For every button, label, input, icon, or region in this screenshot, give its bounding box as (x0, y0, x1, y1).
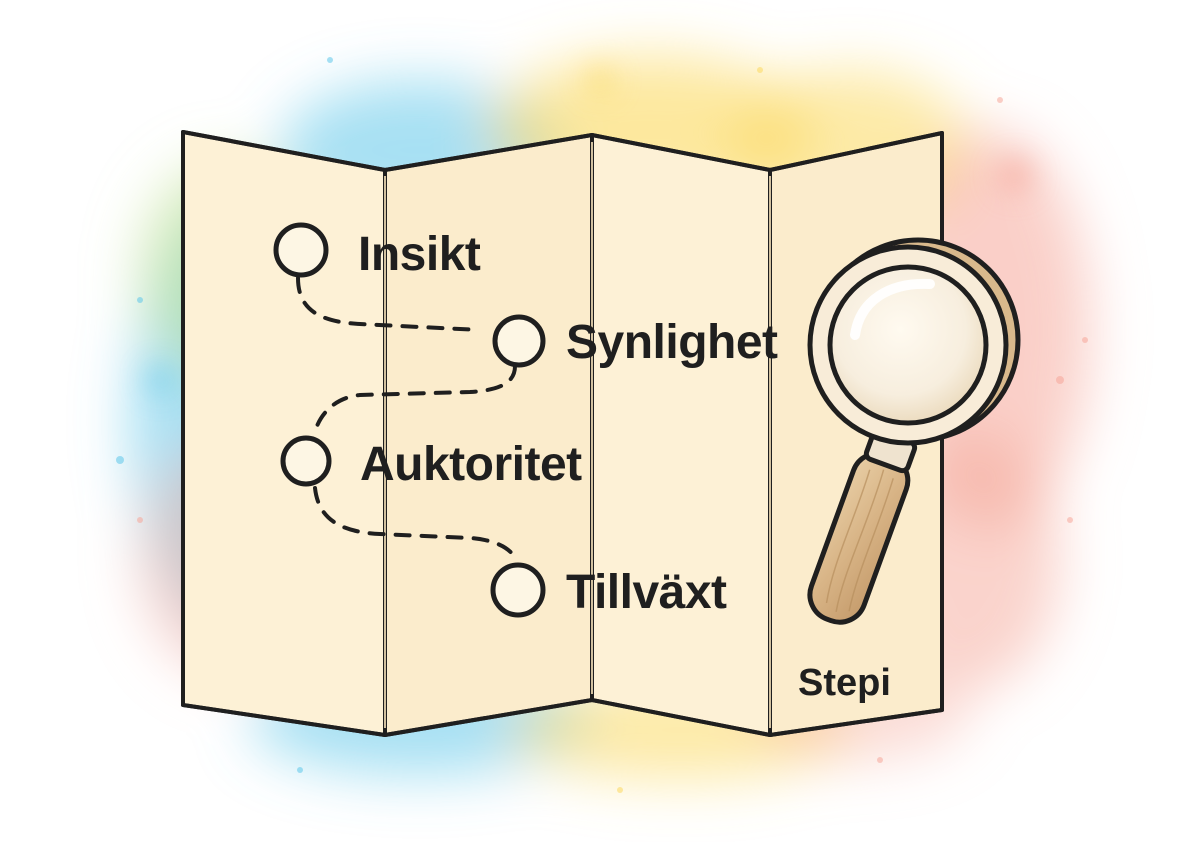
route-path (296, 276, 518, 564)
map-panel-3 (590, 133, 772, 737)
step-label: Insikt (358, 228, 481, 281)
map-panel-2 (383, 133, 594, 737)
folded-map-icon (181, 130, 944, 737)
step-label: Synlighet (566, 316, 778, 369)
marker-tillvaxt (490, 562, 546, 618)
step-label: Auktoritet (360, 438, 582, 491)
brand-label: Stepi (798, 662, 891, 704)
marker-synlighet (492, 314, 546, 368)
map-panel-1 (181, 130, 387, 737)
marker-insikt (273, 222, 329, 278)
marker-auktoritet (280, 435, 332, 487)
step-labels: Insikt Synlighet Auktoritet Tillväxt (358, 228, 779, 619)
step-label: Tillväxt (566, 566, 727, 619)
route-markers (273, 222, 546, 618)
magnifying-glass-icon (807, 237, 1021, 625)
